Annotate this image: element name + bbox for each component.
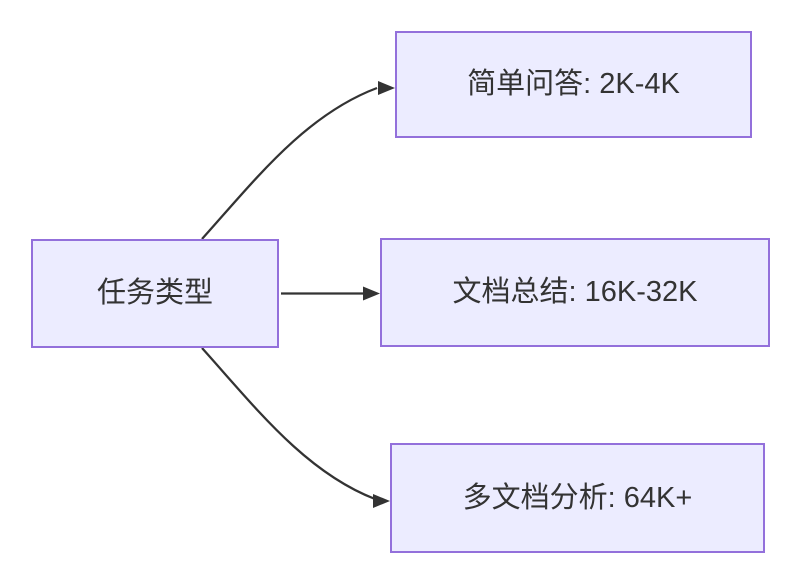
node-multi-doc: 多文档分析: 64K+ bbox=[390, 443, 765, 553]
node-doc-summary: 文档总结: 16K-32K bbox=[380, 238, 770, 347]
node-multi-doc-label: 多文档分析: 64K+ bbox=[462, 481, 693, 514]
node-task-type-label: 任务类型 bbox=[96, 277, 213, 310]
arrowhead-doc-summary-icon bbox=[363, 286, 380, 301]
edge-task-to-multi-doc bbox=[201, 347, 376, 501]
node-doc-summary-label: 文档总结: 16K-32K bbox=[452, 276, 698, 309]
arrowhead-simple-qa-icon bbox=[378, 81, 395, 95]
node-simple-qa-label: 简单问答: 2K-4K bbox=[467, 68, 680, 101]
node-task-type: 任务类型 bbox=[31, 239, 279, 348]
arrowhead-multi-doc-icon bbox=[373, 494, 390, 508]
edge-task-to-simple-qa bbox=[201, 86, 378, 240]
node-simple-qa: 简单问答: 2K-4K bbox=[395, 31, 752, 138]
